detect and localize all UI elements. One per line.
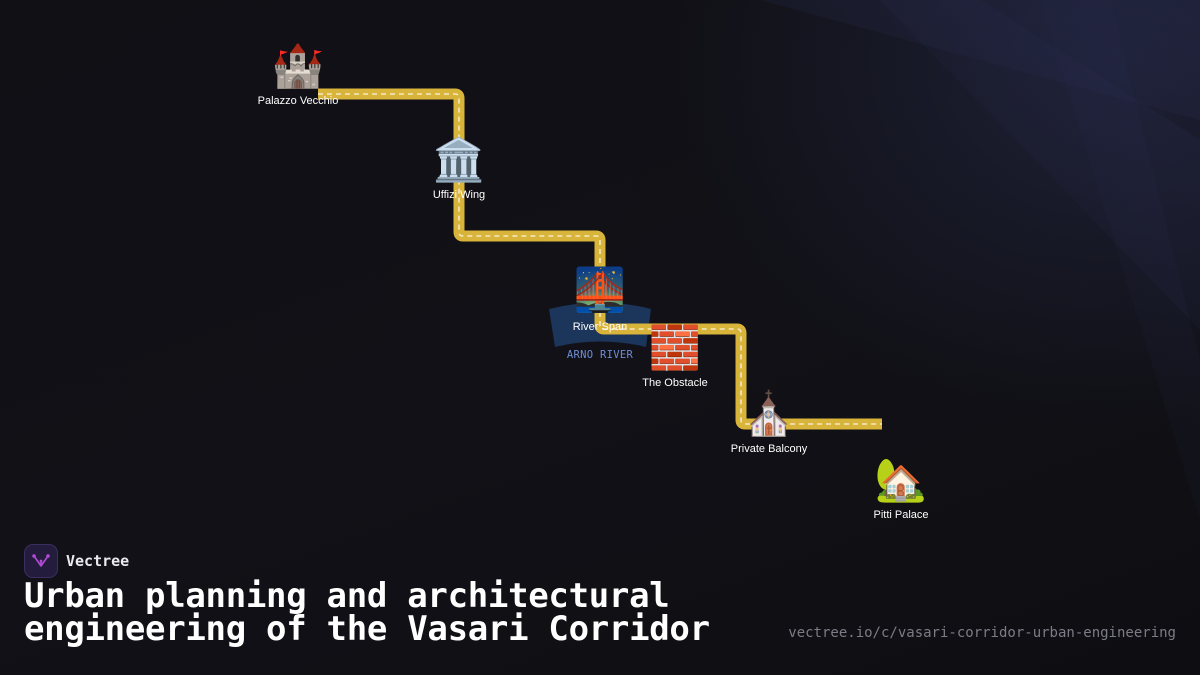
node-uffizi-wing[interactable]: 🏛️ Uffizi Wing	[433, 135, 485, 201]
vectree-fork-icon	[24, 544, 58, 578]
corridor-route	[318, 88, 882, 430]
river-label: ARNO RIVER	[567, 349, 634, 361]
node-pitti-palace[interactable]: 🏡 Pitti Palace	[873, 455, 928, 521]
bridge-at-night-icon: 🌉	[574, 265, 626, 314]
node-label: Uffizi Wing	[433, 189, 485, 201]
node-palazzo-vecchio[interactable]: 🏰 Palazzo Vecchio	[258, 41, 339, 107]
node-label: Pitti Palace	[873, 509, 928, 521]
classical-building-icon: 🏛️	[433, 135, 485, 184]
node-label: The Obstacle	[642, 377, 707, 389]
castle-icon: 🏰	[272, 41, 324, 90]
node-label: River Span	[573, 321, 627, 333]
brick-wall-icon: 🧱	[649, 323, 701, 372]
node-the-obstacle[interactable]: 🧱 The Obstacle	[642, 323, 707, 389]
node-label: Palazzo Vecchio	[258, 95, 339, 107]
source-url[interactable]: vectree.io/c/vasari-corridor-urban-engin…	[788, 625, 1176, 641]
page-title: Urban planning and architectural enginee…	[24, 576, 710, 649]
house-with-garden-icon: 🏡	[875, 455, 927, 504]
church-icon: ⛪	[743, 388, 795, 438]
node-private-balcony[interactable]: ⛪ Private Balcony	[731, 388, 808, 455]
node-label: Private Balcony	[731, 443, 808, 455]
brand-name: Vectree	[66, 552, 130, 570]
node-river-span[interactable]: 🌉 River Span	[573, 265, 627, 333]
brand[interactable]: Vectree	[24, 544, 129, 578]
